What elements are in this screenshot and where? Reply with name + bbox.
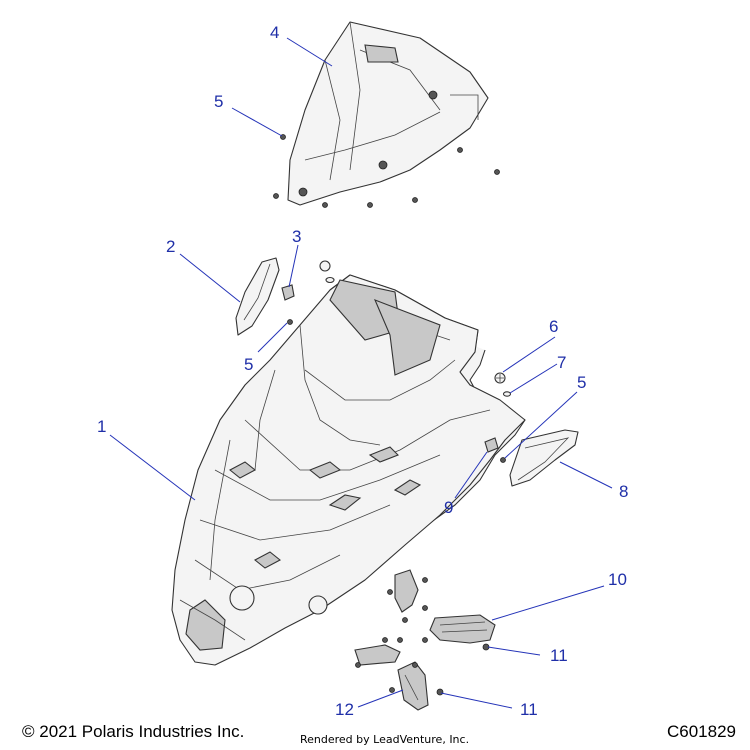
copyright-text: © 2021 Polaris Industries Inc. bbox=[22, 722, 245, 741]
callout-5-right: 5 bbox=[577, 373, 586, 392]
screw-5c bbox=[500, 457, 506, 463]
part-3-clip bbox=[281, 284, 295, 301]
rendered-by-text: Rendered by LeadVenture, Inc. bbox=[300, 733, 470, 746]
part-1-hood bbox=[171, 274, 526, 666]
screws-part-4 bbox=[273, 134, 500, 208]
callout-5-left: 5 bbox=[244, 355, 253, 374]
callout-10: 10 bbox=[608, 570, 627, 589]
callout-11-upper: 11 bbox=[550, 646, 568, 665]
callout-8: 8 bbox=[619, 482, 628, 501]
part-11-nuts bbox=[436, 643, 490, 696]
callout-6: 6 bbox=[549, 317, 558, 336]
part-12-vent bbox=[354, 637, 429, 711]
fastener-top bbox=[287, 260, 335, 325]
callout-12: 12 bbox=[335, 700, 354, 719]
callout-4: 4 bbox=[270, 23, 279, 42]
part-6-fastener bbox=[494, 372, 506, 384]
part-7-nut bbox=[502, 391, 512, 397]
leader-lines bbox=[109, 37, 613, 709]
part-2-side-panel bbox=[235, 257, 280, 336]
callouts: 4 5 2 3 5 1 6 7 5 8 9 10 11 11 12 bbox=[97, 23, 628, 719]
callout-9: 9 bbox=[444, 498, 453, 517]
callout-5-top: 5 bbox=[214, 92, 223, 111]
callout-1: 1 bbox=[97, 417, 106, 436]
part-10-vent bbox=[387, 569, 496, 644]
callout-11-lower: 11 bbox=[520, 700, 538, 719]
part-4-windshield bbox=[287, 21, 489, 206]
callout-3: 3 bbox=[292, 227, 301, 246]
part-9-clip bbox=[484, 437, 499, 453]
callout-7: 7 bbox=[557, 353, 566, 372]
callout-2: 2 bbox=[166, 237, 175, 256]
diagram-code: C601829 bbox=[666, 722, 736, 741]
part-8-side-panel bbox=[509, 429, 579, 487]
